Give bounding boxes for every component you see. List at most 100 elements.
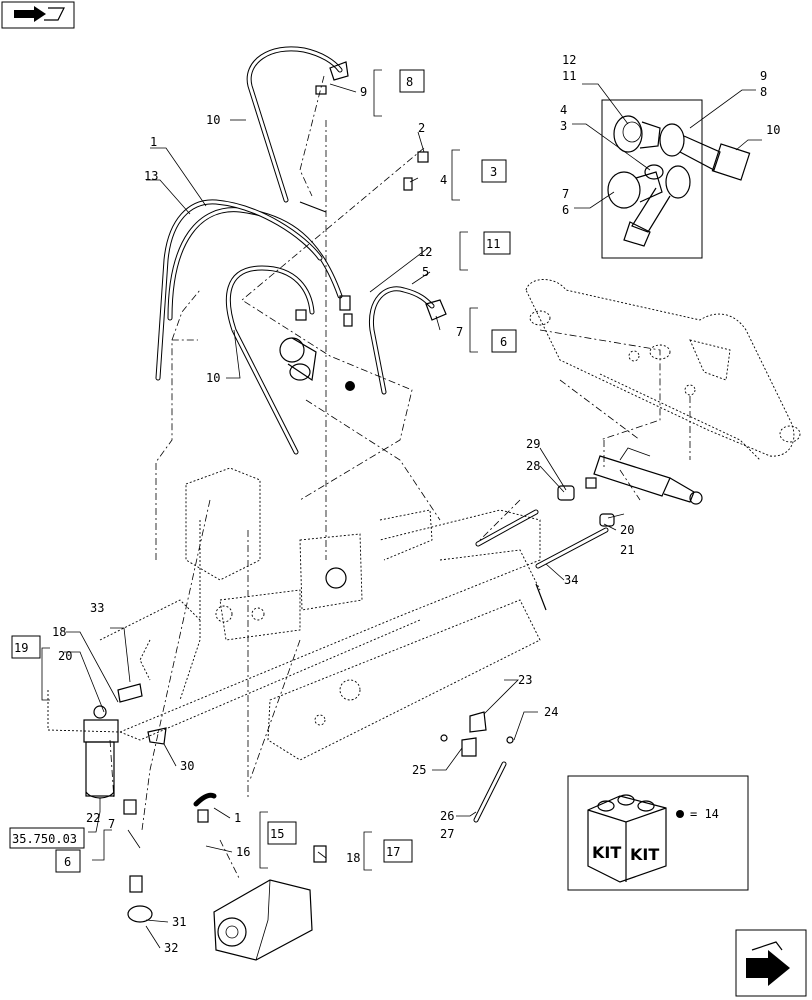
callout-7: 7 (456, 325, 463, 339)
callout-1: 1 (150, 135, 157, 149)
box-reference-35-750-03[interactable]: 35.750.03 (9, 827, 85, 849)
callout-31: 31 (172, 915, 186, 929)
kit-label-a: KIT (592, 843, 621, 862)
inset-callout-8: 8 (760, 85, 767, 99)
box-6-lower[interactable]: 6 (55, 849, 81, 873)
inset-callout-7: 7 (562, 187, 569, 201)
inset-callout-4: 4 (560, 103, 567, 117)
fitting-16 (193, 792, 217, 823)
box-19[interactable]: 19 (11, 635, 41, 659)
box-15[interactable]: 15 (267, 821, 297, 845)
leader-lines (64, 83, 625, 949)
fitting-18-33 (117, 683, 143, 703)
callout-23: 23 (518, 673, 532, 687)
callout-29: 29 (526, 437, 540, 451)
inset-callout-12: 12 (562, 53, 576, 67)
hose-10-upper (246, 46, 349, 213)
callout-2: 2 (418, 121, 425, 135)
kit-box-icon: KIT KIT (587, 794, 667, 883)
inset-callout-9: 9 (760, 69, 767, 83)
fitting-28-29 (557, 477, 597, 501)
inset-fitting-upper (613, 115, 751, 181)
inset-callout-3: 3 (560, 119, 567, 133)
callout-10-lower: 10 (206, 371, 220, 385)
svg-text:15: 15 (270, 827, 284, 841)
inset-callout-11: 11 (562, 69, 576, 83)
callout-7-lower: 7 (108, 817, 115, 831)
box-3[interactable]: 3 (481, 159, 507, 183)
tube-34 (535, 527, 609, 569)
callout-20: 20 (620, 523, 634, 537)
box-17[interactable]: 17 (383, 839, 413, 863)
box-6-upper[interactable]: 6 (491, 329, 517, 353)
callout-22: 22 (86, 811, 100, 825)
brackets (41, 69, 478, 871)
box-11[interactable]: 11 (483, 231, 511, 255)
hose-26 (473, 761, 507, 823)
fitting-12 (339, 295, 353, 327)
kit-legend-text: = 14 (690, 807, 719, 821)
clamp-23-25 (440, 711, 514, 757)
back-arrow-icon (14, 6, 65, 22)
callout-9: 9 (360, 85, 367, 99)
callout-4: 4 (440, 173, 447, 187)
callout-18-lower: 18 (346, 851, 360, 865)
svg-text:17: 17 (386, 845, 400, 859)
valve-body-kit-14 (279, 337, 355, 391)
callout-32: 32 (164, 941, 178, 955)
inset-callout-10: 10 (766, 123, 780, 137)
filter-22 (83, 705, 119, 799)
callout-28: 28 (526, 459, 540, 473)
callout-33: 33 (90, 601, 104, 615)
callout-24: 24 (544, 705, 558, 719)
axle-assembly (525, 279, 801, 461)
callout-1-lower: 1 (234, 811, 241, 825)
svg-text:8: 8 (406, 75, 413, 89)
inset-callout-6: 6 (562, 203, 569, 217)
hose-10-lower (225, 265, 315, 455)
routing-lines (109, 75, 691, 881)
hydraulic-cylinder (593, 447, 703, 505)
callout-27: 27 (440, 827, 454, 841)
callout-20-left: 20 (58, 649, 72, 663)
callout-16: 16 (236, 845, 250, 859)
fitting-31-32 (123, 799, 153, 923)
forward-arrow-icon (746, 941, 790, 986)
svg-text:19: 19 (14, 641, 28, 655)
svg-text:35.750.03: 35.750.03 (12, 832, 77, 846)
tube-upper (475, 509, 539, 547)
fitting-7 (425, 299, 447, 321)
callout-5: 5 (422, 265, 429, 279)
inset-fitting-lower (607, 164, 691, 247)
kit-legend: KIT KIT = 14 (567, 775, 749, 891)
callout-30: 30 (180, 759, 194, 773)
callout-26: 26 (440, 809, 454, 823)
fitting-4 (403, 177, 413, 191)
svg-text:3: 3 (490, 165, 497, 179)
box-8[interactable]: 8 (399, 69, 425, 93)
callout-12: 12 (418, 245, 432, 259)
callout-21: 21 (620, 543, 634, 557)
svg-text:6: 6 (500, 335, 507, 349)
hose-13 (155, 199, 323, 381)
fitting-18-lower (313, 845, 327, 863)
fitting-9 (315, 85, 327, 95)
inset-detail: 12 11 4 3 7 6 9 8 10 (560, 53, 780, 259)
svg-text:6: 6 (64, 855, 71, 869)
hydraulic-pump (213, 879, 313, 961)
back-nav-button[interactable] (1, 1, 75, 29)
callout-34: 34 (564, 573, 578, 587)
svg-text:11: 11 (486, 237, 500, 251)
kit-legend-frame (567, 775, 749, 891)
fitting-21 (599, 513, 615, 527)
callout-25: 25 (412, 763, 426, 777)
kit-label-b: KIT (630, 845, 659, 864)
forward-nav-button[interactable] (735, 929, 807, 997)
fitting-30 (147, 727, 167, 745)
fitting-2 (417, 151, 429, 163)
callout-18: 18 (52, 625, 66, 639)
callout-10: 10 (206, 113, 220, 127)
callout-13: 13 (144, 169, 158, 183)
